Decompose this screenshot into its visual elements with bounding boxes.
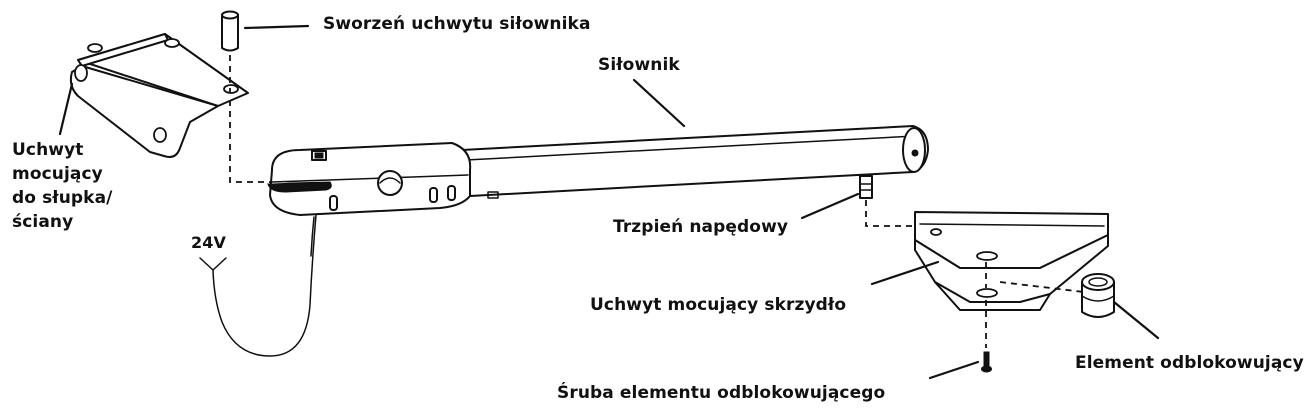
label-post-bracket-line-3: do słupka/ xyxy=(12,188,113,208)
drive-shaft xyxy=(859,175,873,199)
leaf-mounting-bracket xyxy=(914,211,1109,311)
release-screw xyxy=(981,351,992,373)
pin-top xyxy=(221,10,239,20)
power-wire-2 xyxy=(212,257,227,271)
actuator-end-screw xyxy=(911,149,919,157)
release-screw-head xyxy=(981,365,992,373)
release-element-top xyxy=(1081,273,1115,291)
leader-actuator xyxy=(632,78,686,128)
leader-pin xyxy=(243,24,310,30)
pin-axis-dashed-lower xyxy=(229,100,272,183)
label-release-screw: Śruba elementu odblokowującego xyxy=(557,383,886,403)
label-post-bracket-line-2: mocujący xyxy=(12,164,103,184)
release-element-body xyxy=(1081,281,1115,318)
label-pin: Sworzeń uchwytu siłownika xyxy=(323,14,591,34)
actuator-top-latch-inner xyxy=(314,152,324,159)
post-bracket-hole-1 xyxy=(87,43,103,53)
post-mounting-bracket xyxy=(69,33,249,158)
actuator-slot-1 xyxy=(329,195,338,211)
leaf-bracket-hole-side xyxy=(930,228,942,236)
drive-shaft-body xyxy=(859,175,873,199)
label-post-bracket-line-1: Uchwyt xyxy=(12,140,84,160)
release-element-bore xyxy=(1088,277,1108,287)
post-bracket-hole-5 xyxy=(153,127,167,143)
actuator-tube-clip xyxy=(487,191,499,199)
actuator-tube xyxy=(461,125,929,197)
pin-body xyxy=(221,14,239,52)
leaf-bracket-bottom-plate xyxy=(934,281,1051,311)
post-bracket-hole-4 xyxy=(74,64,88,82)
release-element xyxy=(1081,273,1115,318)
actuator xyxy=(267,125,929,216)
leaf-bracket-top-edge xyxy=(919,223,1105,227)
actuator-release-knob xyxy=(377,170,403,196)
label-post-bracket-line-4: ściany xyxy=(12,212,74,232)
release-axis-dashed xyxy=(999,281,1085,293)
power-cable xyxy=(212,214,317,357)
label-voltage: 24V xyxy=(191,233,226,252)
post-bracket-hole-3 xyxy=(223,84,239,94)
label-leaf-bracket: Uchwyt mocujący skrzydło xyxy=(590,295,847,315)
actuator-slot-2 xyxy=(429,187,438,203)
label-actuator: Siłownik xyxy=(598,55,680,75)
actuator-release-knob-mark xyxy=(379,177,401,184)
release-element-ring xyxy=(1081,295,1115,302)
label-drive-shaft: Trzpień napędowy xyxy=(613,217,789,237)
power-wire-1 xyxy=(199,257,214,271)
post-bracket-hole-2 xyxy=(164,38,180,48)
actuator-housing-seam xyxy=(271,174,469,183)
label-release-element: Element odblokowujący xyxy=(1075,353,1304,373)
leader-drive-shaft xyxy=(800,192,860,220)
bracket-pin xyxy=(221,10,239,52)
leader-post-bracket xyxy=(58,82,74,136)
leader-leaf-bracket xyxy=(870,260,940,286)
actuator-tube-highlight xyxy=(465,135,916,161)
leaf-bracket-hole-top xyxy=(976,251,998,261)
leader-release-screw xyxy=(928,360,980,380)
leaf-bracket-hole-bottom xyxy=(976,288,998,298)
post-bracket-side-plate xyxy=(69,65,219,158)
leader-release-element xyxy=(1112,300,1160,340)
power-cable-strain-relief xyxy=(310,216,315,257)
actuator-cable-gland xyxy=(267,181,332,193)
actuator-slot-3 xyxy=(447,185,456,201)
